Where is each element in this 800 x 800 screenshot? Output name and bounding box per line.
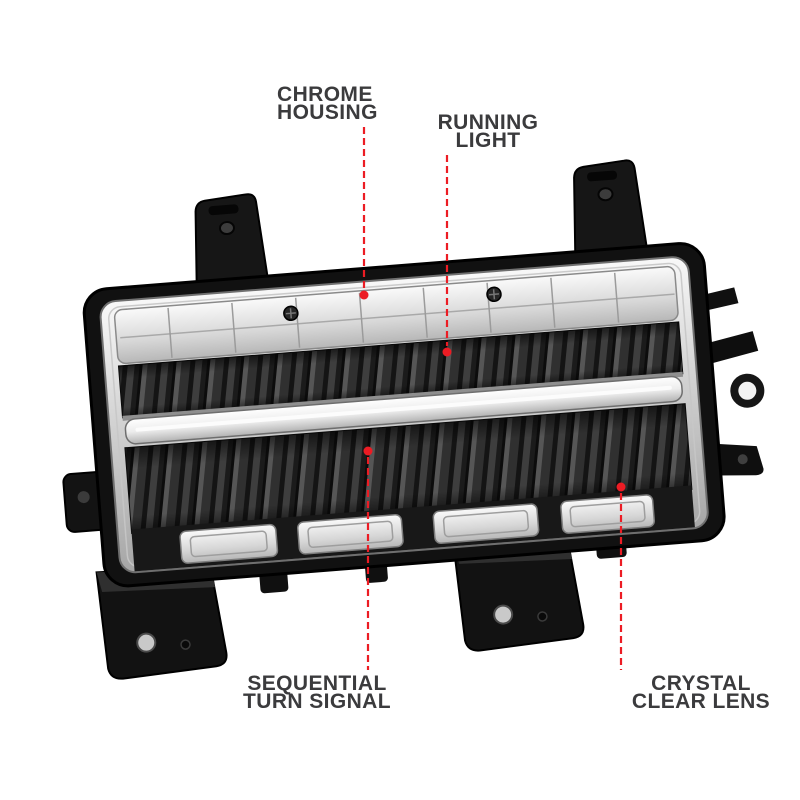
top-lens-strip	[113, 265, 679, 365]
screw	[283, 305, 299, 322]
top-mounting-bracket-left	[194, 193, 270, 292]
callout-running-light-line2: LIGHT	[455, 128, 521, 152]
callout-crystal-line2: CLEAR LENS	[631, 689, 771, 713]
running-light-bar	[122, 371, 684, 445]
callout-running-light-line1: RUNNING	[437, 111, 539, 134]
callout-sequential-line2: TURN SIGNAL	[243, 689, 391, 713]
callout-crystal-line1: CRYSTAL	[651, 672, 751, 695]
callout-chrome-housing-line2: HOUSING	[277, 100, 378, 124]
callout-sequential-turn-signal: SEQUENTIAL TURN SIGNAL	[232, 672, 402, 713]
callout-sequential-line1: SEQUENTIAL	[247, 672, 387, 695]
callout-chrome-housing: CHROME HOUSING	[277, 83, 378, 124]
bottom-socket-row	[131, 485, 695, 572]
top-mounting-bracket-right	[573, 159, 648, 258]
callout-running-light: RUNNING LIGHT	[428, 111, 548, 152]
callout-chrome-housing-line1: CHROME	[277, 83, 373, 106]
screw	[486, 286, 502, 303]
callout-crystal-clear-lens: CRYSTAL CLEAR LENS	[616, 672, 786, 713]
